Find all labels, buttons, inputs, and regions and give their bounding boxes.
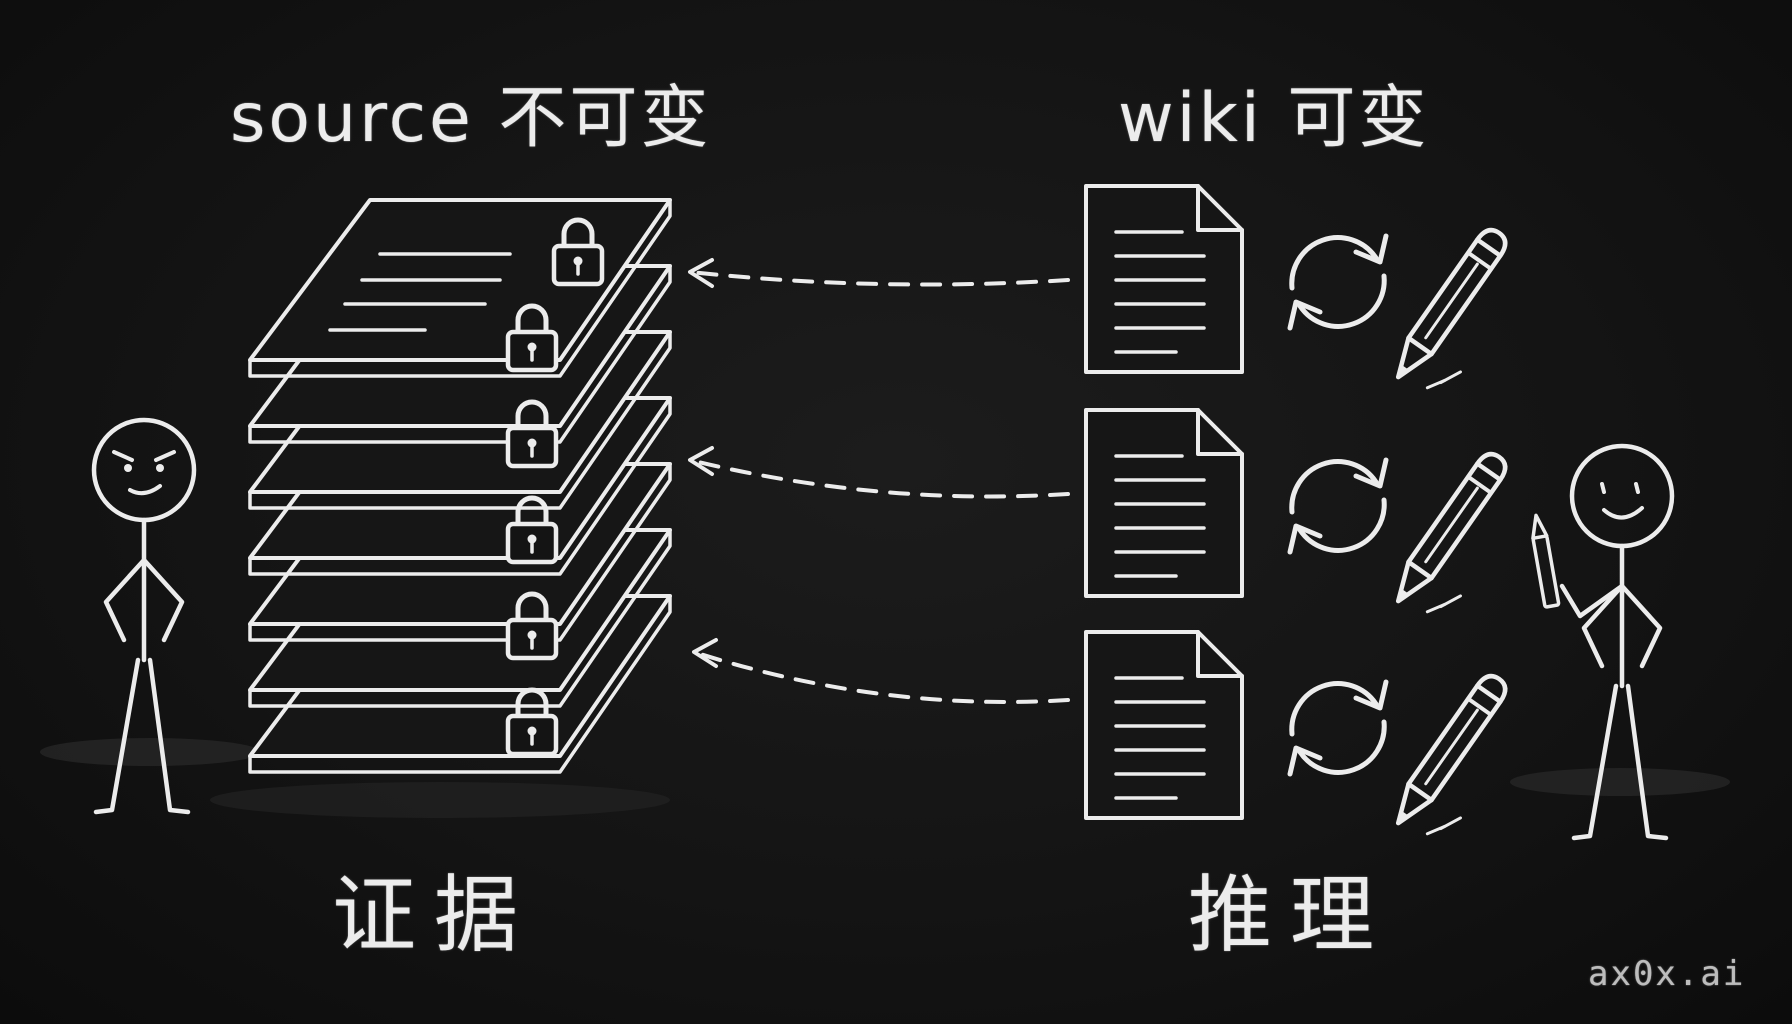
lock-icon: [505, 687, 559, 757]
dashed-arrow: [692, 638, 1070, 704]
source-stack: [248, 198, 672, 774]
pencil-icon: [1395, 673, 1508, 836]
lock-icon: [551, 217, 605, 287]
ground-shadow: [40, 738, 260, 766]
wiki-title: wiki 可变: [1118, 79, 1430, 158]
refresh-icon: [1287, 679, 1389, 777]
wiki-pages: [1084, 184, 1508, 836]
ground-shadow: [210, 782, 670, 818]
lock-icon: [505, 399, 559, 469]
watermark: ax0x.ai: [1588, 954, 1746, 994]
dashed-arrow: [688, 446, 1070, 499]
dashed-arrow: [688, 258, 1070, 288]
document-icon: [1084, 408, 1244, 598]
pencil-icon: [1531, 513, 1561, 609]
pencil-icon: [1395, 227, 1508, 390]
wiki-caption: 推理: [1188, 866, 1393, 964]
wiki-row: [1084, 184, 1508, 390]
document-icon: [1084, 630, 1244, 820]
wiki-row: [1084, 630, 1508, 836]
document-icon: [1084, 184, 1244, 374]
stick-figure: [91, 417, 197, 815]
refresh-icon: [1287, 233, 1389, 331]
refresh-icon: [1287, 457, 1389, 555]
lock-icon: [505, 303, 559, 373]
reference-arrows: [688, 258, 1070, 704]
lock-icon: [505, 591, 559, 661]
source-caption: 证据: [332, 866, 537, 964]
wiki-row: [1084, 408, 1508, 614]
source-title: source 不可变: [230, 79, 712, 158]
lock-icon: [505, 495, 559, 565]
stick-figure: [1531, 443, 1675, 841]
pencil-icon: [1395, 451, 1508, 614]
ground-shadow: [1510, 768, 1730, 796]
